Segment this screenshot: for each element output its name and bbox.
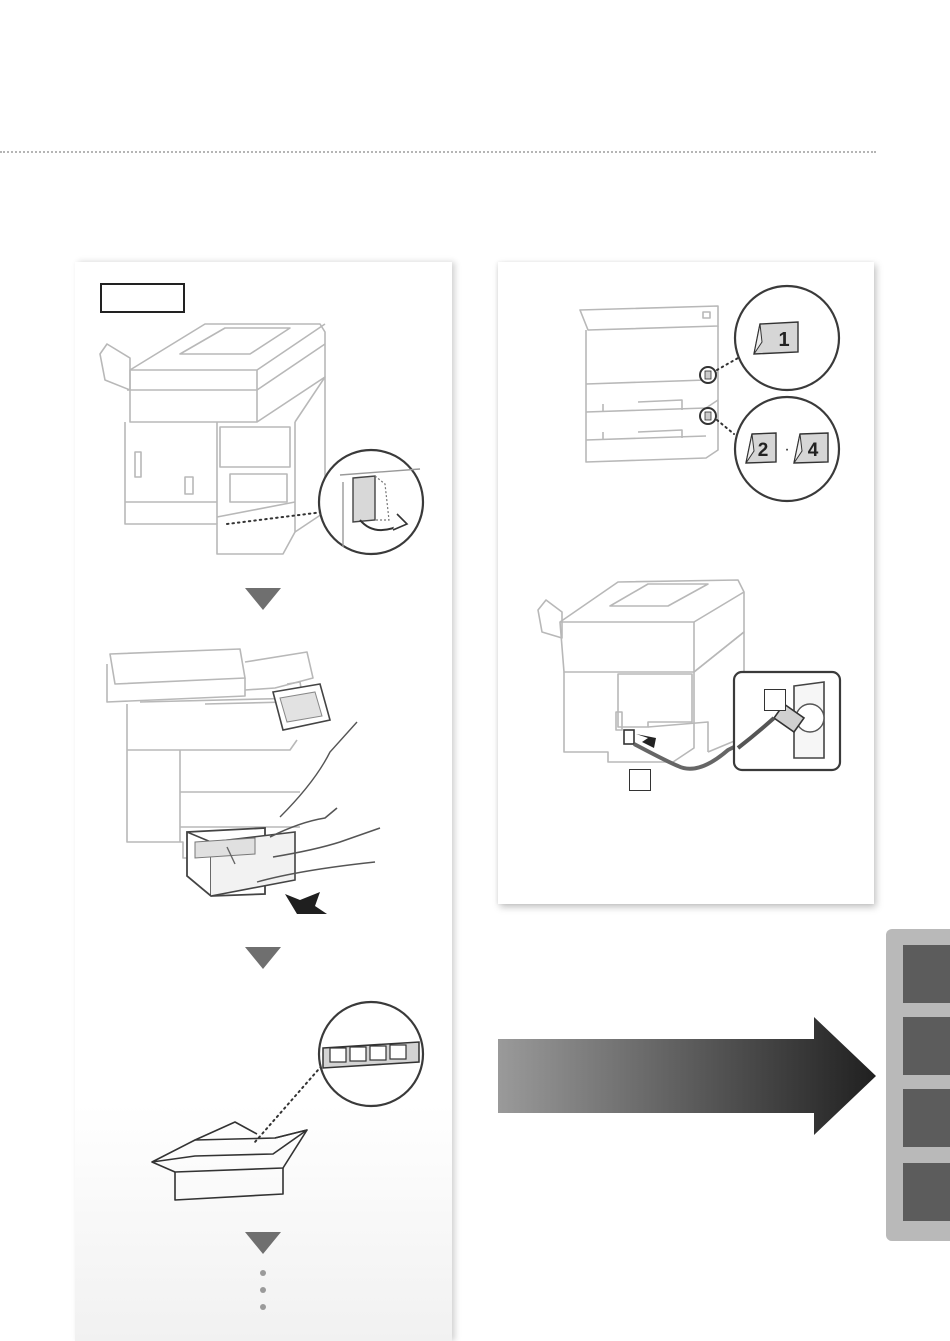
printer-drawer-illustration — [75, 632, 452, 922]
side-tab-4[interactable] — [903, 1163, 950, 1221]
tray-label-illustration: 1 2 · 4 — [498, 262, 874, 512]
tray-label-separator: · — [784, 441, 789, 458]
down-triangle-icon — [245, 588, 281, 610]
side-tab-strip — [886, 929, 950, 1241]
printer-rear-illustration — [75, 262, 452, 572]
side-tab-2[interactable] — [903, 1017, 950, 1075]
down-triangle-icon — [245, 1232, 281, 1254]
continuation-dots — [259, 1270, 267, 1320]
side-tab-1[interactable] — [903, 945, 950, 1003]
side-tab-3[interactable] — [903, 1089, 950, 1147]
power-step-box-1 — [629, 769, 651, 791]
tray-label-1: 1 — [778, 329, 789, 351]
right-arrow-icon — [498, 1017, 876, 1135]
down-triangle-icon — [245, 947, 281, 969]
power-cord-illustration — [498, 562, 874, 802]
box-label-illustration — [75, 982, 452, 1222]
right-instruction-panel: 1 2 · 4 — [498, 262, 874, 904]
tray-label-2: 2 — [758, 440, 769, 461]
power-step-box-2 — [764, 689, 786, 711]
tray-label-4: 4 — [808, 440, 819, 461]
top-dotted-rule — [0, 151, 876, 153]
left-instruction-panel — [75, 262, 452, 1341]
